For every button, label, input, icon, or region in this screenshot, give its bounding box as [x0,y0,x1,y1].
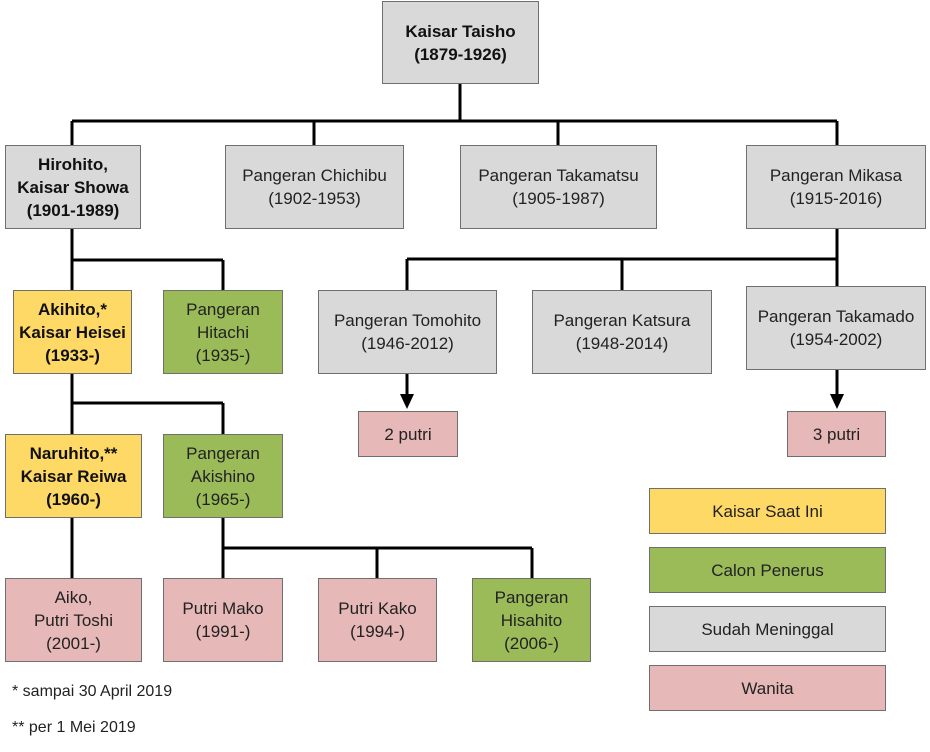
legend-label: Calon Penerus [711,560,824,580]
node-years: (1935-) [195,345,251,365]
footnote-naruhito: ** per 1 Mei 2019 [12,719,136,736]
node-years: (1994-) [350,622,405,641]
node-years: (1948-2014) [575,334,669,353]
node-name: Naruhito,** [29,443,118,463]
legend-label: Wanita [741,678,794,698]
node-years: (2001-) [46,633,101,653]
node-title: Kaisar Showa [17,177,129,197]
node-pangeran-hisahito: Pangeran Hisahito (2006-) [472,578,591,662]
node-name: Akishino [190,466,256,486]
node-akihito: Akihito,* Kaisar Heisei (1933-) [13,290,132,374]
node-two-daughters: 2 putri [358,411,458,457]
node-aiko: Aiko, Putri Toshi (2001-) [5,578,142,662]
node-years: (1933-) [45,345,100,365]
node-name: Kaisar Taisho [405,21,516,41]
node-name: Pangeran Mikasa [769,166,903,185]
node-name: Hirohito, [38,154,108,174]
footnote-akihito: * sampai 30 April 2019 [12,683,173,700]
node-name: Pangeran Takamatsu [478,166,639,185]
node-years: (1879-1926) [414,44,507,64]
legend-heir: Calon Penerus [649,547,886,593]
node-putri-mako: Putri Mako (1991-) [163,578,283,662]
node-name: Hitachi [197,322,249,342]
node-title: Kaisar Reiwa [20,466,127,486]
node-name: Aiko, [54,587,93,607]
node-name: 2 putri [384,424,432,444]
node-name: Pangeran Takamado [757,307,915,326]
node-years: (1991-) [195,622,251,641]
node-pangeran-takamado: Pangeran Takamado (1954-2002) [746,286,926,370]
node-name: Pangeran Chichibu [242,166,387,185]
node-title: Pangeran [186,443,260,463]
node-name: Akihito,* [38,299,107,319]
node-pangeran-chichibu: Pangeran Chichibu (1902-1953) [225,145,404,229]
node-pangeran-akishino: Pangeran Akishino (1965-) [163,434,283,518]
node-putri-kako: Putri Kako (1994-) [318,578,437,662]
legend-label: Sudah Meninggal [701,619,834,639]
node-pangeran-katsura: Pangeran Katsura (1948-2014) [532,290,712,374]
node-years: (1915-2016) [789,189,883,208]
arrow-head [830,394,844,409]
node-pangeran-tomohito: Pangeran Tomohito (1946-2012) [318,290,497,374]
node-name: Pangeran Katsura [553,311,691,330]
node-hirohito: Hirohito, Kaisar Showa (1901-1989) [5,145,141,229]
node-three-daughters: 3 putri [787,411,886,457]
node-name: 3 putri [812,424,861,444]
node-years: (1960-) [46,489,101,509]
node-name: Pangeran Tomohito [333,311,482,330]
node-years: (1901-1989) [26,200,120,220]
node-years: (1946-2012) [361,334,454,353]
legend-current-emperor: Kaisar Saat Ini [649,488,886,534]
legend-female: Wanita [649,665,886,711]
node-kaisar-taisho: Kaisar Taisho (1879-1926) [382,1,539,84]
node-years: (1965-) [195,489,251,509]
node-title: Pangeran [186,299,260,319]
node-years: (2006-) [504,633,559,653]
node-title: Pangeran [494,587,569,607]
node-name: Hisahito [500,610,563,630]
node-name: Putri Kako [338,599,417,618]
node-years: (1905-1987) [512,189,605,208]
node-years: (1954-2002) [789,330,883,349]
legend-deceased: Sudah Meninggal [649,606,886,652]
legend-label: Kaisar Saat Ini [712,501,823,521]
node-naruhito: Naruhito,** Kaisar Reiwa (1960-) [5,434,142,518]
node-name: Putri Mako [182,599,264,618]
node-pangeran-takamatsu: Pangeran Takamatsu (1905-1987) [460,145,657,229]
node-pangeran-mikasa: Pangeran Mikasa (1915-2016) [746,145,926,229]
arrow-head [400,394,414,409]
node-pangeran-hitachi: Pangeran Hitachi (1935-) [163,290,283,374]
node-title: Putri Toshi [33,610,114,630]
node-title: Kaisar Heisei [19,322,126,342]
node-years: (1902-1953) [268,189,361,208]
